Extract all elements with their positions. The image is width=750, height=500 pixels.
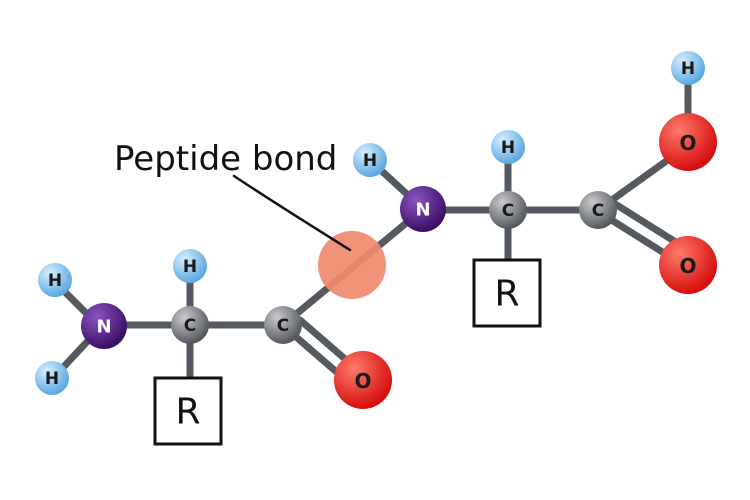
annotation-leader-line bbox=[232, 174, 352, 252]
atoms: H H N H C C O H bbox=[35, 51, 717, 409]
svg-text:H: H bbox=[183, 257, 197, 277]
svg-text:H: H bbox=[48, 271, 62, 291]
annotation-label: Peptide bond bbox=[114, 139, 337, 179]
svg-text:C: C bbox=[277, 316, 289, 336]
svg-text:O: O bbox=[354, 369, 371, 393]
svg-text:O: O bbox=[679, 254, 696, 278]
nitrogen-atom-1: N bbox=[81, 303, 127, 349]
hydrogen-atom-2: H bbox=[35, 361, 69, 395]
hydrogen-atom-3: H bbox=[173, 249, 207, 283]
svg-text:N: N bbox=[96, 317, 111, 338]
carbon-atom-4: C bbox=[579, 191, 617, 229]
oxygen-atom-1: O bbox=[334, 351, 392, 409]
svg-text:C: C bbox=[502, 201, 514, 221]
svg-text:C: C bbox=[592, 201, 604, 221]
hydrogen-atom-1: H bbox=[38, 263, 72, 297]
bond-c2-o1-b bbox=[296, 316, 356, 369]
hydrogen-atom-6: H bbox=[671, 51, 705, 85]
svg-text:H: H bbox=[45, 369, 59, 389]
svg-text:H: H bbox=[681, 59, 695, 79]
svg-text:H: H bbox=[501, 138, 515, 158]
carbon-atom-2: C bbox=[264, 306, 302, 344]
bond-c4-o3-a bbox=[598, 210, 676, 262]
oxygen-atom-3: O bbox=[659, 236, 717, 294]
nitrogen-atom-2: N bbox=[400, 186, 446, 232]
hydrogen-atom-5: H bbox=[491, 130, 525, 164]
svg-text:H: H bbox=[363, 151, 377, 171]
hydrogen-atom-4: H bbox=[353, 143, 387, 177]
carbon-atom-1: C bbox=[171, 306, 209, 344]
peptide-bond-highlight bbox=[318, 231, 386, 299]
carbon-atom-3: C bbox=[489, 191, 527, 229]
r-group-label-1: R bbox=[175, 392, 200, 433]
svg-text:C: C bbox=[184, 316, 196, 336]
svg-text:N: N bbox=[415, 200, 430, 221]
r-group-label-2: R bbox=[494, 274, 519, 315]
r-group-box-1: R bbox=[153, 376, 223, 446]
oxygen-atom-2: O bbox=[659, 113, 717, 171]
bond-c4-o3-b bbox=[608, 198, 686, 250]
r-group-box-2: R bbox=[472, 258, 542, 328]
svg-text:O: O bbox=[679, 131, 696, 155]
